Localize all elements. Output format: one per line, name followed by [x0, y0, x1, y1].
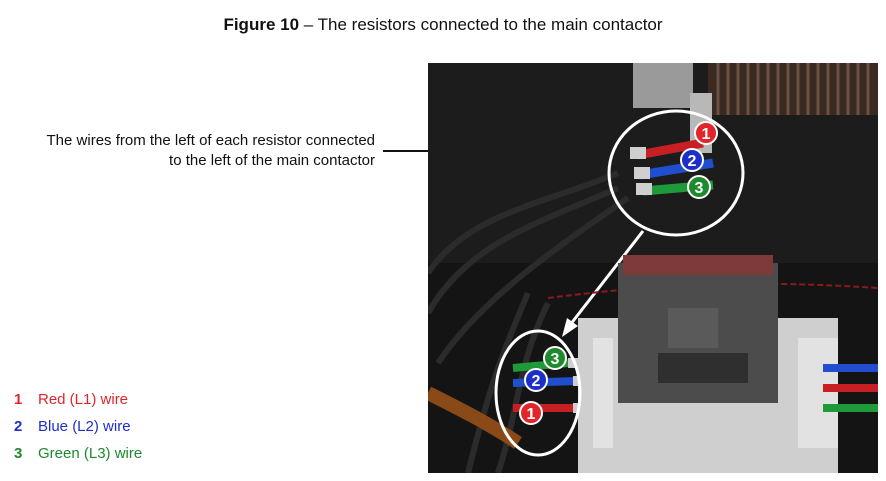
callout-line-2: to the left of the main contactor: [169, 152, 375, 169]
marker-1-bottom: 1: [519, 401, 543, 425]
callout-text: The wires from the left of each resistor…: [0, 131, 375, 171]
figure-label: Figure 10: [223, 15, 300, 34]
legend-text: Green (L3) wire: [38, 445, 143, 462]
legend-item-blue: 2 Blue (L2) wire: [14, 413, 142, 440]
legend-item-red: 1 Red (L1) wire: [14, 386, 142, 413]
svg-text:1: 1: [702, 126, 711, 143]
legend-text: Blue (L2) wire: [38, 418, 131, 435]
connection-arrow: [568, 230, 645, 326]
main-contactor: [578, 255, 838, 473]
marker-2-bottom: 2: [524, 368, 548, 392]
top-highlight-ellipse: [607, 109, 745, 237]
resistor-coil: [708, 63, 878, 115]
legend-number: 2: [14, 418, 23, 435]
figure-dash: –: [299, 15, 318, 34]
marker-3-bottom: 3: [543, 346, 567, 370]
legend-text: Red (L1) wire: [38, 391, 129, 408]
marker-3-top: 3: [687, 175, 711, 199]
callout-line-1: The wires from the left of each resistor…: [46, 132, 375, 149]
mounting-bracket: [633, 63, 693, 108]
contactor-photo: 1 2 3 3 2 1: [428, 63, 878, 473]
svg-text:3: 3: [551, 351, 560, 368]
bottom-highlight-ellipse: [494, 329, 582, 457]
svg-text:2: 2: [532, 373, 541, 390]
marker-1-top: 1: [694, 121, 718, 145]
cable-bundle: [428, 170, 630, 473]
svg-text:2: 2: [688, 153, 697, 170]
wire-legend: 1 Red (L1) wire 2 Blue (L2) wire 3 Green…: [14, 386, 142, 467]
figure-caption: Figure 10 – The resistors connected to t…: [0, 15, 886, 35]
legend-number: 3: [14, 445, 23, 462]
marker-2-top: 2: [680, 148, 704, 172]
legend-number: 1: [14, 391, 23, 408]
legend-item-green: 3 Green (L3) wire: [14, 440, 142, 467]
svg-text:3: 3: [695, 180, 704, 197]
svg-text:1: 1: [527, 406, 536, 423]
figure-title: The resistors connected to the main cont…: [317, 15, 663, 34]
